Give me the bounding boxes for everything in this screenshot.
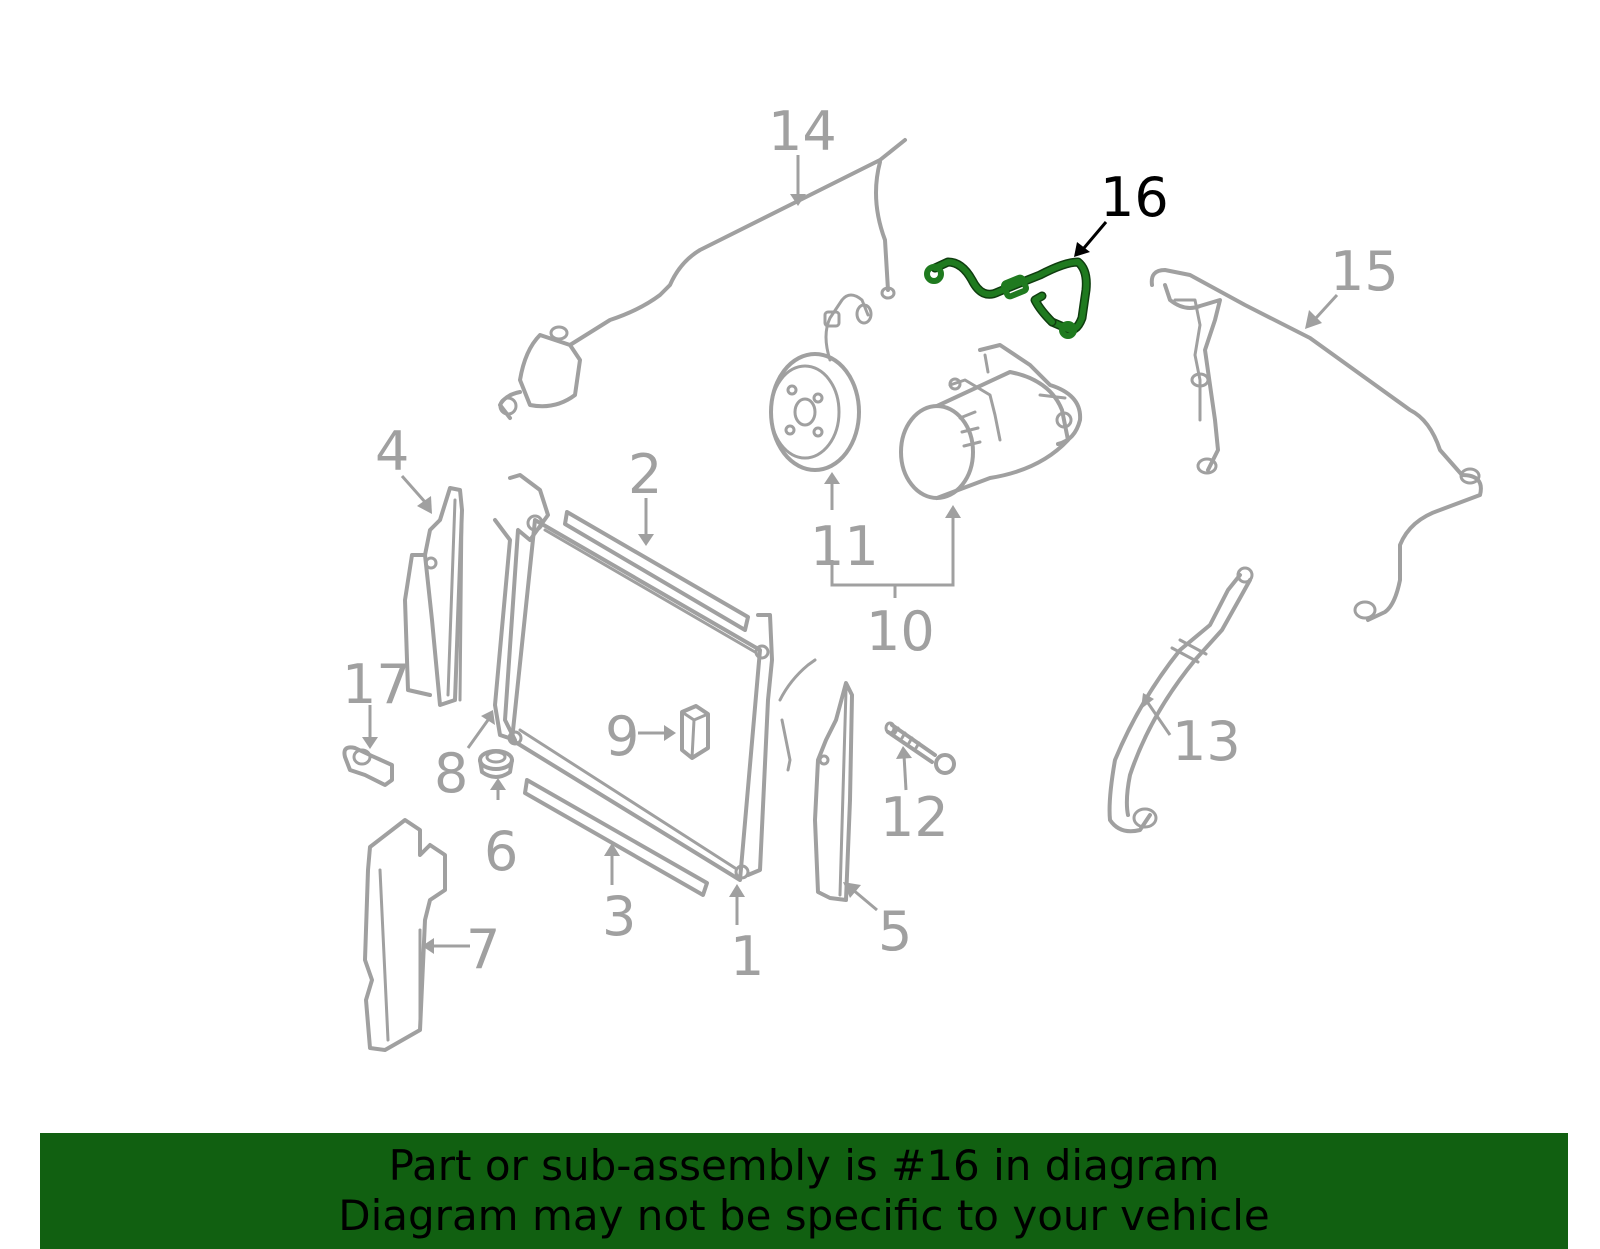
callout-15[interactable]: 15 (1330, 240, 1399, 303)
callout-4[interactable]: 4 (375, 420, 409, 483)
callout-8[interactable]: 8 (434, 742, 468, 805)
part-2-seal[interactable] (563, 510, 750, 632)
part-13-hose[interactable] (1107, 566, 1254, 834)
callout-2[interactable]: 2 (628, 443, 662, 506)
part-6-grommet[interactable] (478, 749, 514, 779)
callout-6[interactable]: 6 (484, 820, 518, 883)
callout-1[interactable]: 1 (730, 925, 764, 988)
part-17-sensor[interactable] (342, 745, 394, 787)
callout-14[interactable]: 14 (768, 100, 837, 163)
callout-11[interactable]: 11 (810, 515, 879, 578)
info-banner: Part or sub-assembly is #16 in diagram D… (40, 1133, 1568, 1249)
callout-7[interactable]: 7 (466, 918, 500, 981)
banner-line-2: Diagram may not be specific to your vehi… (338, 1191, 1270, 1240)
part-4-air-guide[interactable] (403, 486, 464, 707)
callout-12[interactable]: 12 (880, 786, 949, 849)
part-9-bracket[interactable] (680, 704, 710, 760)
part-7-air-guide[interactable] (363, 818, 447, 1052)
callout-leaders (362, 155, 1339, 954)
callout-16[interactable]: 16 (1100, 166, 1169, 229)
part-3-seal[interactable] (523, 778, 709, 897)
part-12-bolt[interactable] (884, 721, 956, 775)
part-10-compressor[interactable] (899, 343, 1083, 500)
part-1-condenser[interactable] (493, 473, 817, 882)
callout-labels: 14 16 15 4 2 11 10 17 9 8 13 12 6 3 5 7 … (342, 100, 1399, 988)
part-14-line[interactable] (498, 138, 907, 420)
callout-9[interactable]: 9 (605, 705, 639, 768)
part-5-air-guide[interactable] (813, 681, 854, 902)
banner-line-1: Part or sub-assembly is #16 in diagram (388, 1141, 1220, 1190)
callout-5[interactable]: 5 (878, 900, 912, 963)
callout-17[interactable]: 17 (342, 653, 411, 716)
part-11-clutch[interactable] (769, 293, 873, 472)
callout-13[interactable]: 13 (1172, 710, 1241, 773)
callout-3[interactable]: 3 (602, 885, 636, 948)
part-15-line[interactable] (1149, 268, 1483, 622)
callout-10[interactable]: 10 (866, 600, 935, 663)
part-16-hose-highlighted[interactable] (924, 257, 1091, 339)
